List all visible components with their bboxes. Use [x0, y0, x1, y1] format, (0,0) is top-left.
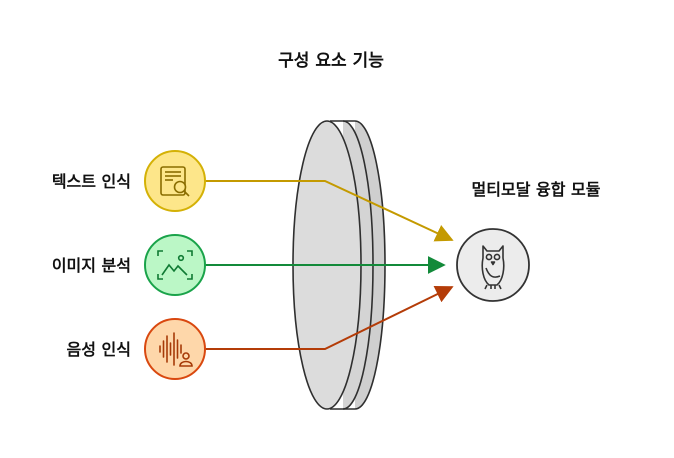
target-node: 멀티모달 융합 모듈: [456, 180, 601, 302]
input-circle: [144, 234, 206, 296]
input-node-text-recognition: 텍스트 인식: [52, 150, 206, 212]
target-label: 멀티모달 융합 모듈: [472, 180, 601, 199]
voice-recognition-icon: [159, 332, 193, 367]
image-analysis-icon: [157, 250, 193, 280]
input-node-image-analysis: 이미지 분석: [52, 234, 206, 296]
input-label: 음성 인식: [67, 340, 131, 359]
owl-icon: [481, 245, 505, 290]
input-circle: [144, 318, 206, 380]
text-recognition-icon: [160, 166, 190, 197]
input-label: 이미지 분석: [52, 256, 131, 275]
connector-voice-recognition: [205, 286, 454, 350]
connector-text-recognition: [205, 180, 454, 242]
input-node-voice-recognition: 음성 인식: [67, 318, 206, 380]
input-circle: [144, 150, 206, 212]
diagram-title: 구성 요소 기능: [278, 51, 384, 71]
input-label: 텍스트 인식: [52, 172, 131, 191]
